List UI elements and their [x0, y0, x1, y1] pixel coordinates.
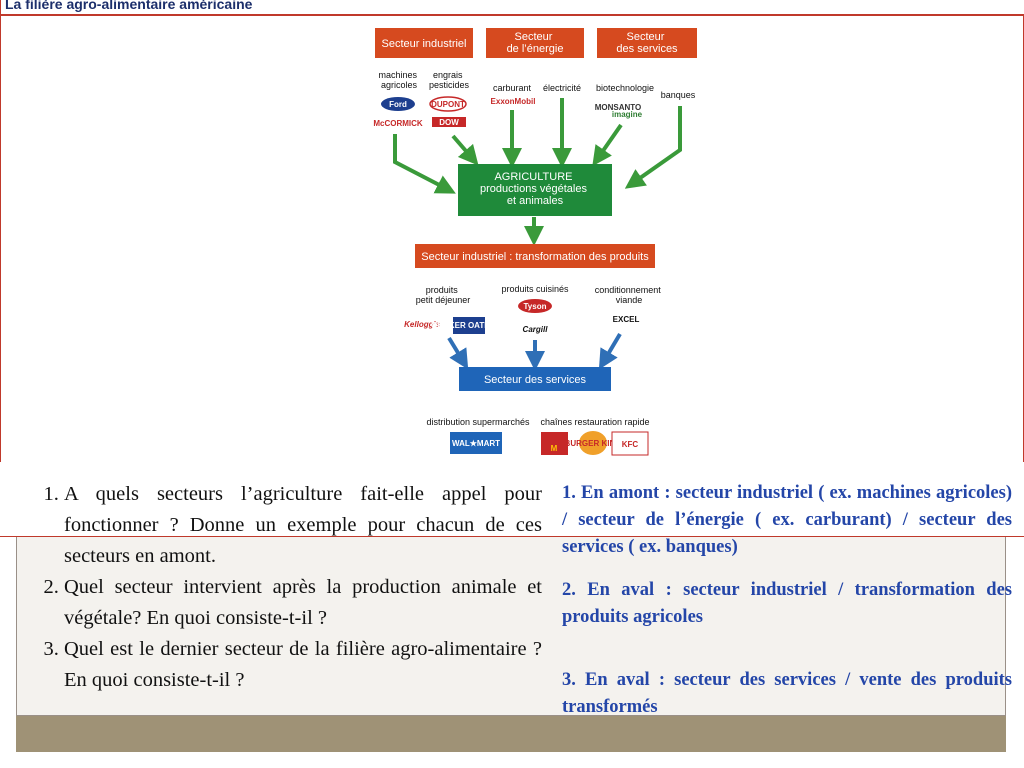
monsanto-logo: MONSANTO: [595, 103, 642, 112]
kfc-logo-text: KFC: [622, 440, 639, 449]
quaker-logo-text: QUAKER OATMEAL: [431, 321, 507, 330]
dow-logo-text: DOW: [439, 118, 459, 127]
item-petit-dejeuner-line-1: produits: [426, 285, 459, 295]
box-services-aval: [459, 367, 611, 391]
cargill-logo: Cargill: [523, 325, 549, 334]
box-services-amont-line-2: des services: [616, 43, 678, 55]
arrow-banques: [624, 106, 682, 189]
box-energie-label: Secteur de l’énergie: [507, 31, 564, 55]
answer-2: 2. En aval : secteur industriel / transf…: [562, 580, 1012, 627]
lower-panel: [16, 536, 1006, 716]
box-agriculture-line-3: et animales: [507, 195, 564, 207]
ford-logo: [381, 97, 415, 111]
box-agriculture-line-1: AGRICULTURE: [494, 171, 572, 183]
box-energie: [486, 28, 584, 58]
item-engrais: engrais pesticides: [429, 70, 470, 90]
item-engrais-line-1: engrais: [433, 70, 463, 80]
box-services-aval-label: Secteur des services: [484, 374, 587, 386]
item-petit-dejeuner: produits petit déjeuner: [416, 285, 471, 305]
item-conditionnement-line-2: viande: [616, 295, 643, 305]
item-conditionnement: conditionnement viande: [595, 285, 664, 305]
box-industrie-label: Secteur industriel: [382, 38, 467, 50]
item-restauration-rapide: chaînes restauration rapide: [540, 417, 649, 427]
arrow-biotechnologie: [592, 123, 623, 167]
item-electricite: électricité: [543, 83, 581, 93]
box-energie-line-1: Secteur: [515, 31, 553, 43]
item-machines-line-2: agricoles: [381, 80, 418, 90]
item-supermarches: distribution supermarchés: [426, 417, 530, 427]
dupont-logo: [429, 96, 467, 112]
ford-logo-text: Ford: [389, 100, 407, 109]
kelloggs-logo: Kellogg's: [404, 320, 440, 329]
tyson-logo: [518, 299, 552, 313]
answer-1: 1. En amont : secteur industriel ( ex. m…: [562, 483, 1012, 557]
walmart-logo: [450, 432, 502, 454]
box-agriculture-label: AGRICULTURE productions végétales et ani…: [480, 171, 590, 207]
item-conditionnement-line-1: conditionnement: [595, 285, 662, 295]
page-title: La filière agro-alimentaire américaine: [5, 0, 253, 12]
item-petit-dejeuner-line-2: petit déjeuner: [416, 295, 471, 305]
item-machines: machines agricoles: [378, 70, 419, 90]
mccormick-logo: McCORMICK: [373, 119, 423, 128]
mcdonalds-logo: [541, 432, 568, 455]
question-3: Quel est le dernier secteur de la filièr…: [64, 634, 542, 696]
tyson-logo-text: Tyson: [524, 302, 547, 311]
arrow-conditionnement: [598, 332, 622, 370]
arrow-engrais: [451, 134, 479, 166]
dow-logo: [432, 117, 466, 127]
box-services-amont-label: Secteur des services: [616, 31, 678, 55]
box-transformation: [415, 244, 655, 268]
burgerking-logo-text: BURGER KING: [565, 439, 622, 448]
box-transformation-label: Secteur industriel : transformation des …: [421, 251, 649, 263]
filiere-diagram: Secteur industriel Secteur de l’énergie …: [373, 28, 697, 456]
diagram-panel: La filière agro-alimentaire américaine S…: [0, 0, 1024, 462]
box-services-amont: [597, 28, 697, 58]
item-engrais-line-2: pesticides: [429, 80, 470, 90]
item-banques: banques: [661, 90, 696, 100]
box-industrie-line-1: Secteur industriel: [382, 38, 467, 50]
answer-block: 1. En amont : secteur industriel ( ex. m…: [562, 480, 1012, 721]
answer-3: 3. En aval : secteur des services / vent…: [562, 670, 1012, 717]
title-bar: La filière agro-alimentaire américaine: [1, 0, 1024, 16]
box-services-amont-line-1: Secteur: [627, 31, 665, 43]
excel-logo: EXCEL: [613, 315, 640, 324]
box-agriculture-line-2: productions végétales: [480, 183, 588, 195]
item-biotechnologie: biotechnologie: [596, 83, 654, 93]
footer-band: [16, 716, 1006, 752]
item-machines-line-1: machines: [378, 70, 417, 80]
box-agriculture: [458, 164, 612, 216]
item-produits-cuisines: produits cuisinés: [501, 284, 569, 294]
exxonmobil-logo: ExxonMobil: [491, 97, 536, 106]
quaker-logo: [453, 317, 485, 334]
box-industrie: [375, 28, 473, 58]
question-1: A quels secteurs l’agriculture fait-elle…: [64, 479, 542, 572]
kfc-logo: [611, 431, 649, 456]
burgerking-logo: [579, 431, 607, 455]
mcdonalds-logo-text: M: [551, 444, 558, 453]
arrow-petit-dejeuner: [447, 336, 469, 370]
walmart-logo-text: WAL★MART: [452, 439, 500, 448]
arrow-machines: [393, 134, 456, 194]
box-energie-line-2: de l’énergie: [507, 43, 564, 55]
question-list: A quels secteurs l’agriculture fait-elle…: [28, 479, 542, 696]
question-2: Quel secteur intervient après la product…: [64, 572, 542, 634]
item-carburant: carburant: [493, 83, 532, 93]
imagine-logo: imagine: [612, 110, 643, 119]
divider-line: [0, 536, 1024, 537]
dupont-logo-text: DUPONT: [431, 100, 465, 109]
